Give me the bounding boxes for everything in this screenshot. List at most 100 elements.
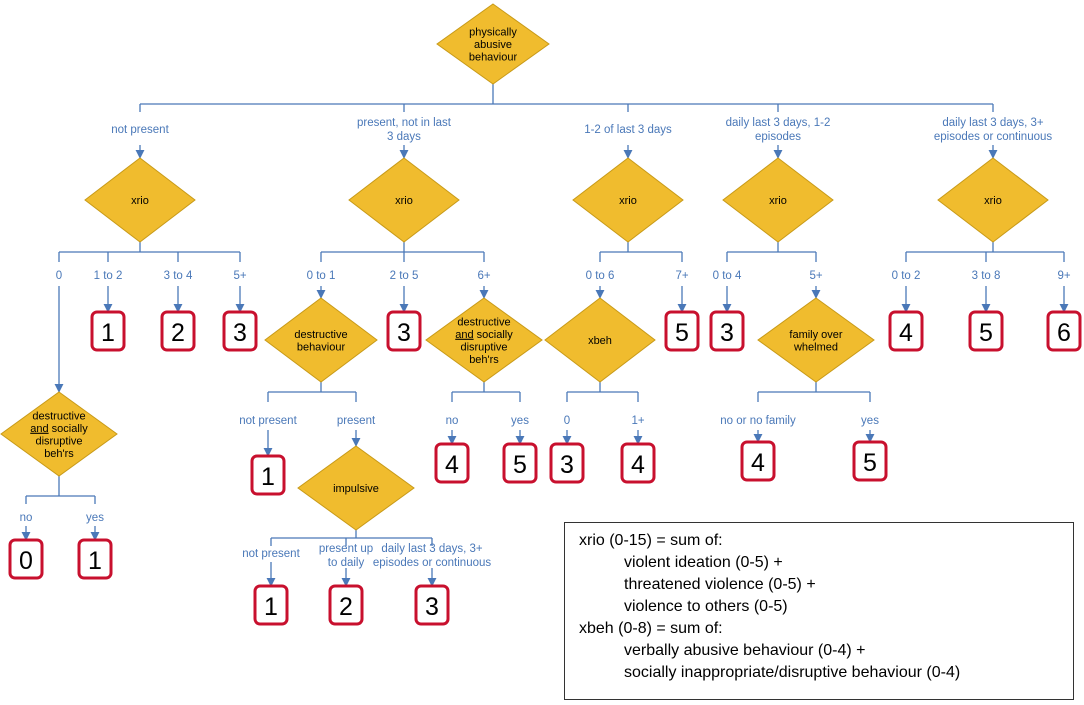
outcome-score-box: 5 bbox=[664, 310, 700, 352]
edge-label: yes bbox=[861, 415, 879, 427]
outcome-score: 4 bbox=[631, 451, 645, 479]
xbeh-diamond: xbeh bbox=[544, 297, 656, 383]
outcome-border bbox=[222, 310, 258, 352]
edge-label: episodes or continuous bbox=[934, 131, 1053, 143]
node-label: whelmed bbox=[793, 341, 838, 353]
outcome-score: 3 bbox=[397, 319, 411, 347]
legend-xrio-item: threatened violence (0-5) + bbox=[624, 576, 816, 593]
diamond-shape bbox=[544, 297, 656, 383]
outcome-border bbox=[328, 584, 364, 626]
node-label: disruptive bbox=[460, 341, 507, 353]
outcome-score-box: 5 bbox=[502, 442, 538, 484]
outcome-score-box: 3 bbox=[414, 584, 450, 626]
edge-label: episodes bbox=[755, 131, 801, 143]
outcome-score-box: 5 bbox=[852, 440, 888, 482]
outcome-score-box: 1 bbox=[250, 454, 286, 496]
node-label: beh'rs bbox=[44, 448, 74, 460]
outcome-border bbox=[90, 310, 126, 352]
node-label: destructive bbox=[32, 410, 85, 422]
node-label: xrio bbox=[984, 195, 1002, 207]
node-label: xrio bbox=[619, 195, 637, 207]
edge-label: 6+ bbox=[477, 270, 490, 282]
node-label: behaviour bbox=[469, 52, 518, 64]
diamond-shape bbox=[348, 157, 460, 243]
edge-label: yes bbox=[86, 512, 104, 524]
outcome-border bbox=[740, 440, 776, 482]
diamond-shape bbox=[84, 157, 196, 243]
xrio-diamond-3: xrio bbox=[572, 157, 684, 243]
node-label: impulsive bbox=[333, 483, 379, 495]
edge-label: 2 to 5 bbox=[390, 270, 419, 282]
outcome-score: 4 bbox=[899, 319, 913, 347]
outcome-score-box: 1 bbox=[77, 538, 113, 580]
node-label: beh'rs bbox=[469, 354, 499, 366]
outcome-border bbox=[1046, 310, 1082, 352]
outcome-score-box: 3 bbox=[709, 310, 745, 352]
edge-label: 3 to 4 bbox=[164, 270, 193, 282]
edge-label: 1-2 of last 3 days bbox=[584, 124, 672, 136]
edge-label: present bbox=[337, 415, 376, 427]
diamond-shape bbox=[436, 3, 550, 85]
legend-xrio-item: violence to others (0-5) bbox=[624, 598, 788, 615]
xrio-diamond-1: xrio bbox=[84, 157, 196, 243]
outcome-border bbox=[160, 310, 196, 352]
diamond-shape bbox=[425, 297, 543, 383]
legend-xrio-title: xrio (0-15) = sum of: bbox=[579, 532, 723, 549]
edge-label: present up bbox=[319, 543, 373, 555]
outcome-score: 2 bbox=[339, 593, 353, 621]
edge-label: no bbox=[446, 415, 459, 427]
outcome-border bbox=[253, 584, 289, 626]
edge-label: 3 days bbox=[387, 131, 421, 143]
outcome-score-box: 1 bbox=[90, 310, 126, 352]
outcome-score-box: 5 bbox=[968, 310, 1004, 352]
edge-label: 0 to 2 bbox=[892, 270, 921, 282]
edge-label: 0 to 1 bbox=[307, 270, 336, 282]
diamond-shape bbox=[572, 157, 684, 243]
outcome-score: 5 bbox=[513, 451, 527, 479]
outcome-score-box: 3 bbox=[222, 310, 258, 352]
outcome-score: 1 bbox=[261, 463, 275, 491]
edge-label: 0 bbox=[564, 415, 570, 427]
outcome-border bbox=[414, 584, 450, 626]
legend-xbeh-item: verbally abusive behaviour (0-4) + bbox=[624, 642, 866, 659]
outcome-score: 1 bbox=[264, 593, 278, 621]
edge-label: 7+ bbox=[675, 270, 688, 282]
outcome-border bbox=[434, 442, 470, 484]
node-label: xrio bbox=[769, 195, 787, 207]
outcome-border bbox=[852, 440, 888, 482]
outcome-border bbox=[502, 442, 538, 484]
edge-label: 1+ bbox=[631, 415, 644, 427]
outcome-score: 3 bbox=[425, 593, 439, 621]
outcome-border bbox=[968, 310, 1004, 352]
edge-label: yes bbox=[511, 415, 529, 427]
diamond-shape bbox=[937, 157, 1049, 243]
outcome-score: 0 bbox=[19, 547, 33, 575]
node-label: physically bbox=[469, 27, 517, 39]
outcome-score-box: 2 bbox=[160, 310, 196, 352]
connector-lines bbox=[21, 84, 1069, 587]
outcome-score: 1 bbox=[101, 319, 115, 347]
edge-label: daily last 3 days, 3+ bbox=[942, 117, 1044, 129]
legend-box: xrio (0-15) = sum of: violent ideation (… bbox=[564, 522, 1074, 700]
outcome-score-box: 4 bbox=[434, 442, 470, 484]
outcome-score-box: 4 bbox=[888, 310, 924, 352]
node-label: and socially bbox=[30, 423, 88, 435]
diamond-shape bbox=[757, 297, 875, 383]
outcome-score: 3 bbox=[233, 319, 247, 347]
edge-label: not present bbox=[242, 548, 300, 560]
outcome-score: 3 bbox=[560, 451, 574, 479]
outcome-border bbox=[8, 538, 44, 580]
diamond-shape bbox=[722, 157, 834, 243]
node-label: disruptive bbox=[35, 435, 82, 447]
edge-label: no or no family bbox=[720, 415, 796, 427]
diamond-shape bbox=[297, 445, 415, 531]
xrio-diamond-4: xrio bbox=[722, 157, 834, 243]
edge-label: daily last 3 days, 3+ bbox=[381, 543, 483, 555]
outcome-score: 5 bbox=[979, 319, 993, 347]
outcome-border bbox=[77, 538, 113, 580]
outcome-border bbox=[664, 310, 700, 352]
node-label: and socially bbox=[455, 329, 513, 341]
